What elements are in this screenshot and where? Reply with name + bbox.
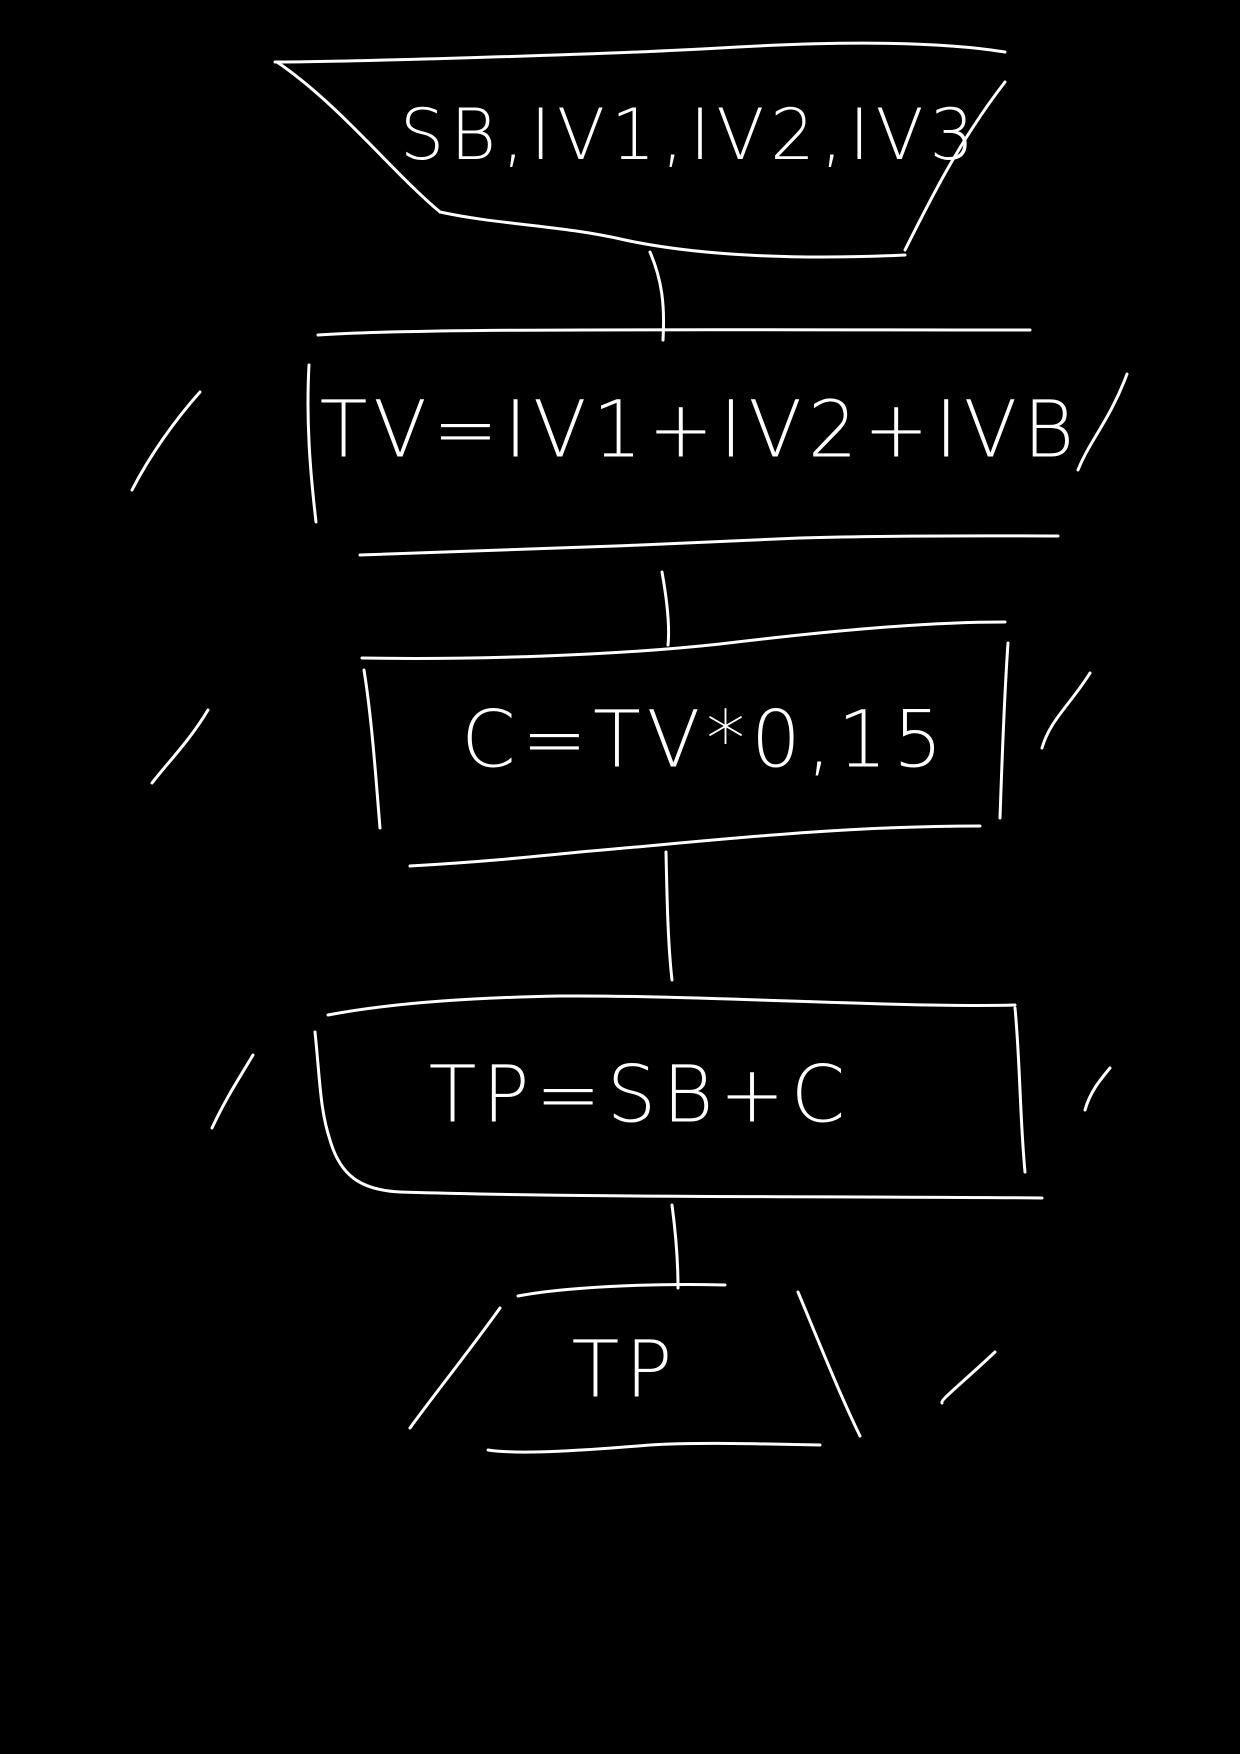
process-shape-commission bbox=[150, 620, 1092, 868]
connector-2 bbox=[660, 570, 671, 647]
commission-formula-label: C=TV*0,15 bbox=[461, 696, 949, 786]
process-shape-total-pay bbox=[210, 994, 1112, 1200]
connector-4 bbox=[670, 1203, 680, 1290]
connector-1 bbox=[648, 250, 666, 342]
connector-3 bbox=[664, 850, 674, 982]
input-shape bbox=[273, 41, 1007, 259]
input-label: SB,IV1,IV2,IV3 bbox=[400, 94, 980, 176]
output-label: TP bbox=[572, 1326, 679, 1416]
output-shape bbox=[408, 1283, 997, 1454]
total-pay-formula-label: TP=SB+C bbox=[429, 1051, 851, 1141]
total-formula-label: TV=IV1+IV2+IVB bbox=[320, 386, 1080, 476]
process-shape-total bbox=[130, 328, 1129, 557]
